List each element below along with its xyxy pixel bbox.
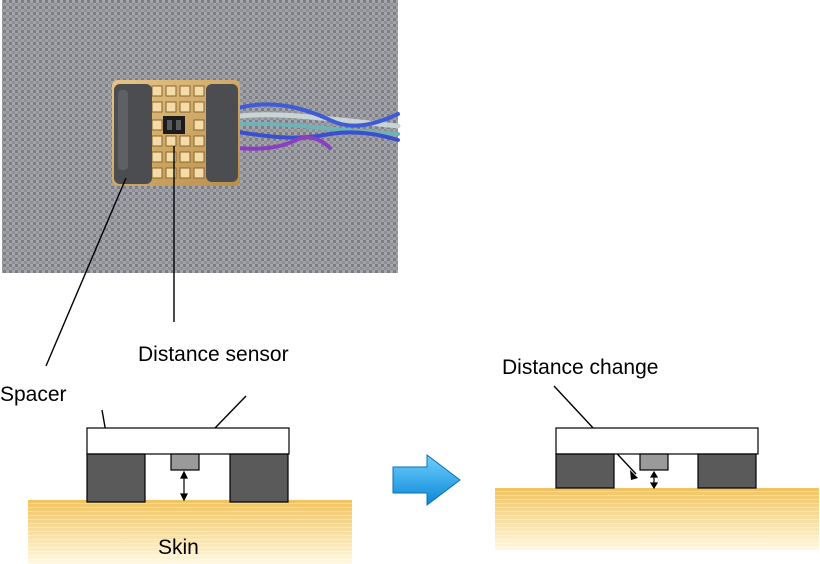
spacer-label: Spacer	[0, 383, 67, 406]
cross-section-after	[495, 427, 819, 550]
distance-sensor-label: Distance sensor	[138, 343, 289, 366]
skin-label: Skin	[158, 536, 199, 559]
sensor-cover-left	[86, 427, 290, 455]
spacer-block-right-a	[555, 453, 615, 489]
sensor-photo	[2, 0, 401, 273]
sensor-wires	[234, 102, 401, 151]
sensor-cover-right	[555, 427, 759, 455]
distance-sensor-left	[170, 453, 200, 471]
pcb-pads	[151, 85, 205, 179]
right-arrow-icon	[392, 453, 461, 507]
photo-spacer-right	[206, 84, 238, 182]
photo-distance-sensor	[163, 116, 185, 134]
spacer-block-left-b	[229, 453, 289, 503]
spacer-block-right-b	[697, 453, 757, 489]
gap-arrow-left	[180, 470, 188, 502]
distance-sensor-right	[639, 453, 669, 471]
cross-section-before	[28, 427, 352, 564]
distance-change-label: Distance change	[502, 356, 658, 379]
distance-change-arrowhead	[630, 470, 638, 480]
gap-arrow-right	[649, 470, 659, 490]
spacer-block-left-a	[86, 453, 146, 503]
